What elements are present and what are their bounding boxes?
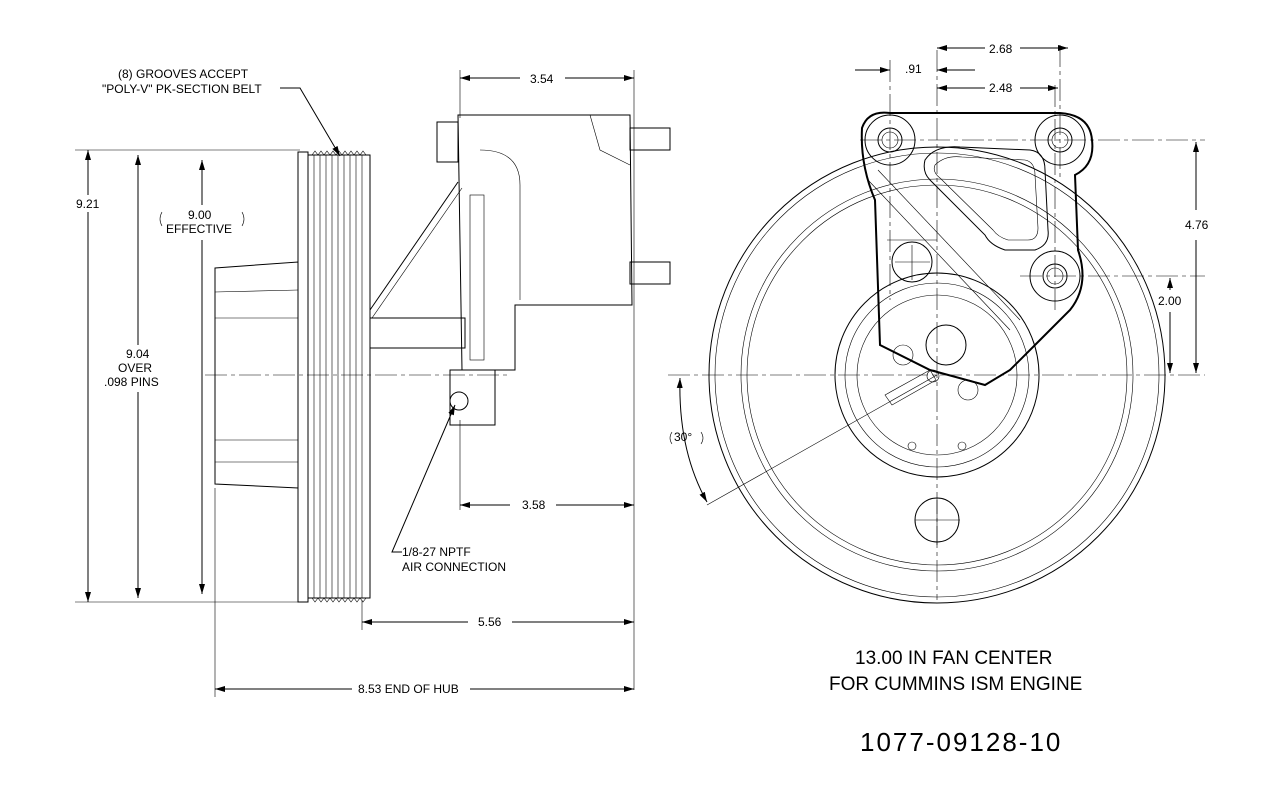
dim-9-04-pins: .098 PINS xyxy=(104,375,159,389)
dim-3-58: 3.58 xyxy=(522,498,546,512)
mount-bracket xyxy=(369,114,671,426)
air-note-line2: AIR CONNECTION xyxy=(402,560,506,574)
dim-4-76: 4.76 xyxy=(1185,218,1209,232)
dim-8-53: 8.53 END OF HUB xyxy=(358,682,459,696)
dim-2-68: 2.68 xyxy=(989,42,1013,56)
dim-9-04-value: 9.04 xyxy=(126,347,150,361)
side-view: (8) GROOVES ACCEPT "POLY-V" PK-SECTION B… xyxy=(75,67,671,697)
dim-9-00-value: 9.00 xyxy=(188,208,212,222)
dim-9-00-effective: EFFECTIVE xyxy=(166,222,232,236)
grooves-note-line1: (8) GROOVES ACCEPT xyxy=(118,67,249,81)
dim-9-04-over: OVER xyxy=(118,361,152,375)
dim-0-91: .91 xyxy=(905,62,922,76)
dim-2-48: 2.48 xyxy=(989,81,1013,95)
dim-3-54: 3.54 xyxy=(530,72,554,86)
air-note-line1: 1/8-27 NPTF xyxy=(402,545,471,559)
title-line1: 13.00 IN FAN CENTER xyxy=(855,648,1052,669)
dim-5-56: 5.56 xyxy=(478,615,502,629)
dim-2-00: 2.00 xyxy=(1158,294,1182,308)
dim-9-21: 9.21 xyxy=(76,197,100,211)
front-view: 2.68 .91 2.48 4.76 2.00 30° xyxy=(668,42,1209,604)
part-number: 1077-09128-10 xyxy=(860,727,1062,757)
angle-30: 30° xyxy=(674,430,692,444)
pulley-body xyxy=(214,150,371,603)
title-block: 13.00 IN FAN CENTER FOR CUMMINS ISM ENGI… xyxy=(829,648,1082,757)
title-line2: FOR CUMMINS ISM ENGINE xyxy=(829,674,1082,695)
grooves-note-line2: "POLY-V" PK-SECTION BELT xyxy=(102,82,262,96)
